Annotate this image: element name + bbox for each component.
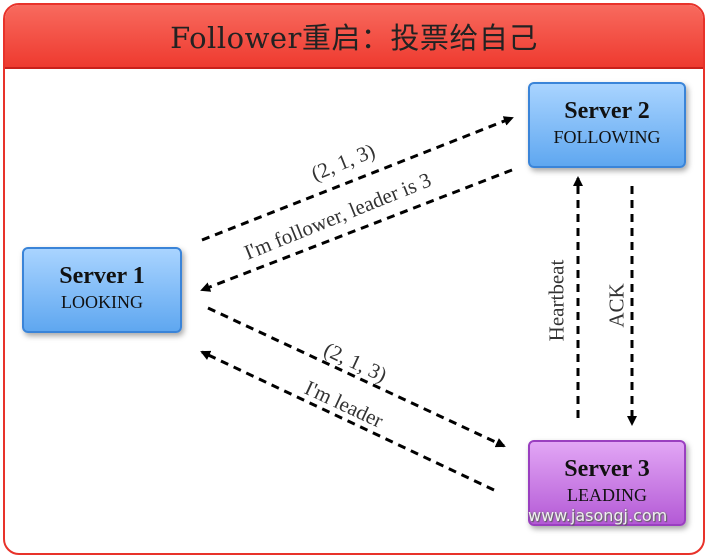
- server-3-name: Server 3: [564, 456, 650, 482]
- watermark: www.jasongj.com: [528, 506, 668, 525]
- server-1-node: Server 1 LOOKING: [22, 247, 182, 333]
- server-1-name: Server 1: [59, 263, 145, 289]
- label-ack: ACK: [604, 283, 629, 328]
- server-2-node: Server 2 FOLLOWING: [528, 82, 686, 168]
- title-bar: Follower重启：投票给自己: [5, 5, 703, 69]
- diagram-title: Follower重启：投票给自己: [170, 21, 538, 55]
- server-2-state: FOLLOWING: [553, 127, 661, 147]
- label-heartbeat: Heartbeat: [544, 259, 569, 342]
- server-2-name: Server 2: [564, 98, 650, 124]
- arrow-s3-to-s1-reply: [200, 350, 495, 492]
- arrow-s1-to-s3-vote: [207, 306, 506, 448]
- server-1-state: LOOKING: [61, 292, 143, 312]
- server-3-state: LEADING: [567, 485, 647, 505]
- arrow-s2-to-s1-reply: [200, 168, 513, 292]
- server-3-node: Server 3 LEADING: [528, 440, 686, 526]
